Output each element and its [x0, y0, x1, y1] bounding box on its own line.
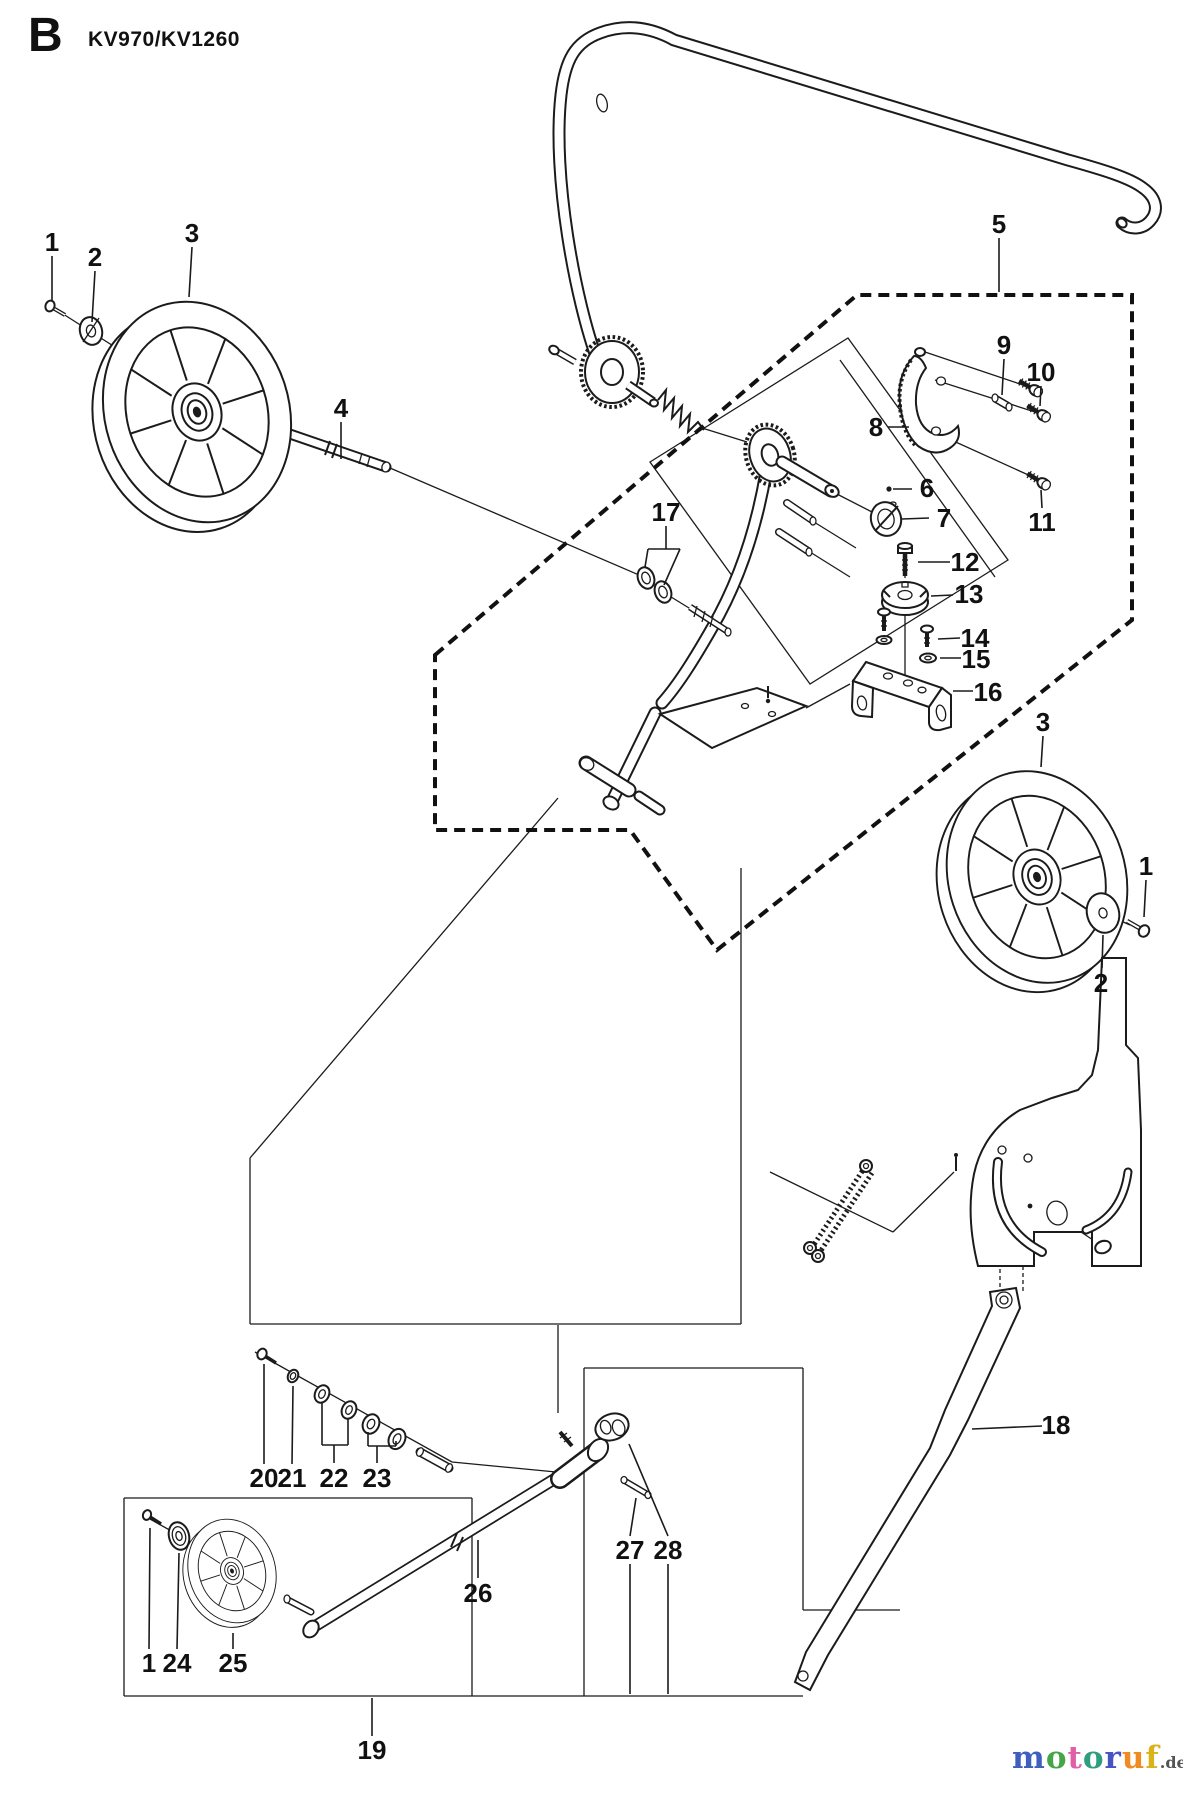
callout-5-4: 5	[992, 209, 1006, 239]
motoruf-logo: motoruf.de	[1012, 1740, 1183, 1776]
bolt-1-lower	[141, 1509, 162, 1526]
logo-letter-6: f	[1145, 1740, 1160, 1776]
callout-27-26: 27	[616, 1535, 645, 1565]
construction-lines	[123, 337, 1009, 1697]
callout-17-9: 17	[652, 497, 681, 527]
logo-letter-1: o	[1045, 1740, 1068, 1776]
bolt-12	[897, 542, 913, 576]
axle-arm-26	[283, 1430, 610, 1639]
washer-slash	[82, 317, 100, 343]
cam-disc-13	[881, 581, 929, 616]
callout-28-27: 28	[654, 1535, 683, 1565]
clamp-knob-28	[594, 1412, 630, 1442]
handle-clamp-gear	[548, 335, 659, 409]
callout-26-25: 26	[464, 1578, 493, 1608]
leader-lines	[51, 238, 1147, 1736]
page-section-letter: B	[28, 9, 63, 62]
motoruf-logo-suffix: .de	[1159, 1753, 1183, 1772]
callout-9-6: 9	[997, 330, 1011, 360]
pivot-gear-axle	[743, 422, 840, 557]
logo-letter-3: o	[1082, 1740, 1105, 1776]
callout-24-29: 24	[163, 1648, 192, 1678]
callout-22-23: 22	[320, 1463, 349, 1493]
screw-20	[256, 1347, 277, 1365]
plate-pin	[954, 1153, 958, 1171]
callout-1-18: 1	[1139, 851, 1153, 881]
adjuster-plate	[969, 957, 1142, 1267]
washer-24	[167, 1521, 191, 1551]
callout-21-22: 21	[278, 1463, 307, 1493]
callout-25-30: 25	[219, 1648, 248, 1678]
wheel-3-left	[61, 276, 322, 558]
callout-4-3: 4	[334, 393, 349, 423]
foot-plate	[657, 686, 809, 750]
handle-tab	[595, 93, 609, 113]
callout-8-5: 8	[869, 412, 883, 442]
logo-letter-2: t	[1067, 1740, 1083, 1776]
screw-10b	[1025, 401, 1052, 423]
dashed-group-box	[433, 293, 1134, 953]
motoruf-logo-word: motoruf	[1012, 1740, 1160, 1776]
screw-washer-left	[875, 607, 893, 645]
screw-14-washer-15	[919, 624, 937, 664]
nut-21	[286, 1368, 300, 1384]
pin-27	[620, 1475, 652, 1500]
callout-12-12: 12	[951, 547, 980, 577]
washer-2-right	[1085, 892, 1121, 934]
ring-7	[869, 501, 903, 537]
callout-3-2: 3	[185, 218, 199, 248]
callout-19-31: 19	[358, 1735, 387, 1765]
logo-letter-4: r	[1104, 1740, 1122, 1776]
callout-7-11: 7	[937, 503, 951, 533]
callout-2-1: 2	[88, 242, 102, 272]
bracket-16	[850, 660, 952, 732]
main-frame	[578, 465, 809, 816]
callout-3-17: 3	[1036, 707, 1050, 737]
washers-22	[313, 1384, 358, 1420]
spring	[657, 386, 705, 435]
page-title: KV970/KV1260	[88, 28, 240, 51]
logo-letter-0: m	[1012, 1740, 1046, 1776]
callout-20-21: 20	[250, 1463, 279, 1493]
axle-stub	[415, 1447, 454, 1473]
end-cap	[1094, 1239, 1112, 1255]
spacer-9	[991, 393, 1013, 412]
callout-11-8: 11	[1028, 507, 1056, 537]
callout-10-7: 10	[1027, 357, 1056, 387]
screw-11	[1025, 469, 1052, 491]
washers-17	[636, 566, 732, 637]
washers-23	[361, 1413, 407, 1451]
sector-gear-8	[897, 347, 960, 454]
callout-13-13: 13	[955, 579, 984, 609]
callout-23-24: 23	[363, 1463, 392, 1493]
handlebar	[552, 21, 1162, 369]
callout-18-20: 18	[1042, 1410, 1071, 1440]
callout-1-28: 1	[142, 1648, 156, 1678]
bolt-1-left	[44, 299, 67, 317]
callout-14-14: 14	[961, 623, 990, 653]
chain-linkage	[803, 1159, 875, 1263]
lever-18	[793, 1286, 1022, 1692]
logo-letter-5: u	[1121, 1740, 1146, 1776]
callout-15-15: 15	[962, 644, 991, 674]
callout-1-0: 1	[45, 227, 59, 257]
callout-2-19: 2	[1094, 968, 1108, 998]
bolt-1-right	[1125, 919, 1151, 938]
callout-6-10: 6	[920, 473, 934, 503]
callout-16-16: 16	[974, 677, 1003, 707]
